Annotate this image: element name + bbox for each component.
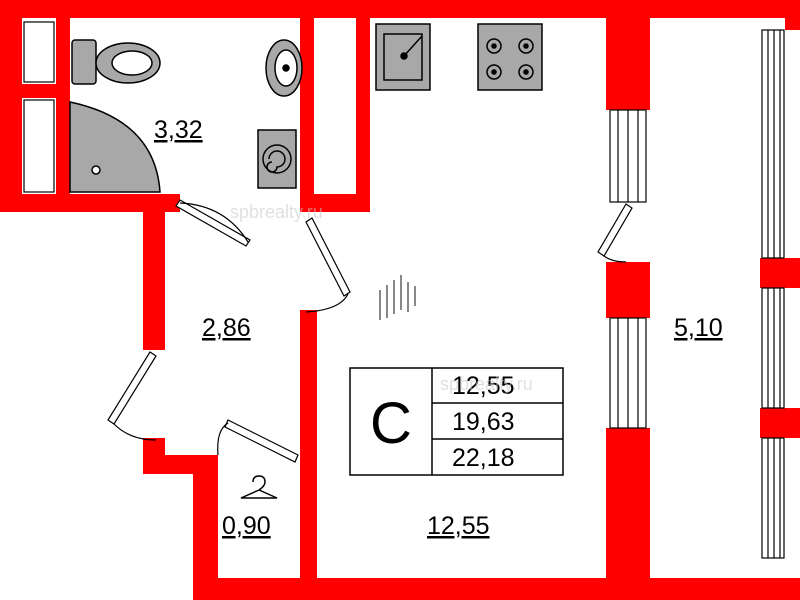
shower-tray-icon <box>69 101 161 193</box>
washing-machine-icon <box>257 129 297 189</box>
total-area-value: 19,63 <box>452 408 515 436</box>
hallway-area-label: 2,86 <box>202 314 251 342</box>
watermark-top: spbrealty.ru <box>230 202 323 222</box>
balcony-area-label: 5,10 <box>674 314 723 342</box>
summary-box: С 12,55 19,63 22,18 <box>349 367 564 476</box>
watermark-box: spbrealty.ru <box>440 374 533 394</box>
main-room-area-label: 12,55 <box>427 512 490 540</box>
sink-icon <box>265 39 303 97</box>
closet-area-label: 0,90 <box>222 512 271 540</box>
total-with-balcony-value: 22,18 <box>452 444 515 472</box>
kitchen-sink-icon <box>375 23 431 91</box>
radiator-icon <box>379 275 416 320</box>
toilet-icon <box>71 39 161 85</box>
windows <box>23 21 785 559</box>
doors <box>107 199 633 463</box>
hanger-icon <box>240 475 278 499</box>
apartment-type-letter: С <box>370 391 412 456</box>
stove-icon <box>477 23 543 91</box>
bathroom-area-label: 3,32 <box>154 116 203 144</box>
living-area-value: 12,55 <box>452 372 515 400</box>
